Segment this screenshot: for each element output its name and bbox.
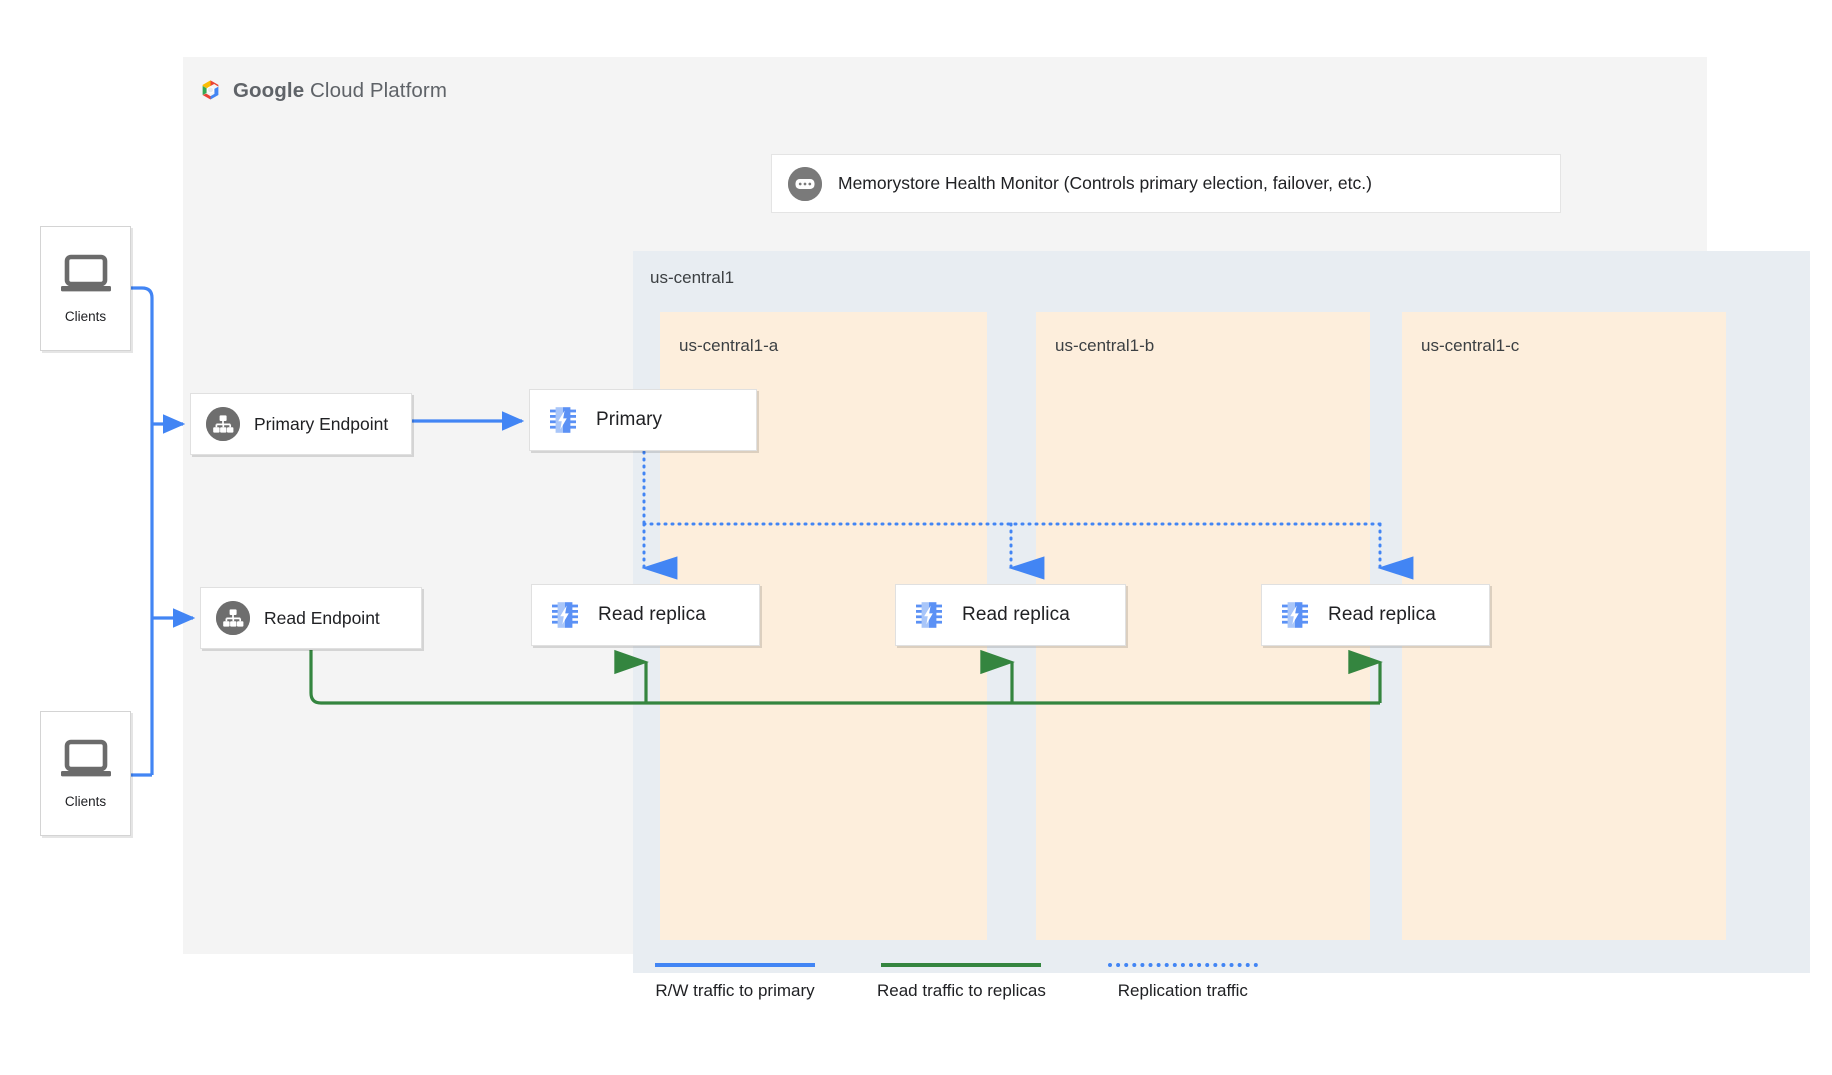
primary-endpoint-label: Primary Endpoint bbox=[254, 413, 389, 434]
health-monitor-label: Memorystore Health Monitor (Controls pri… bbox=[838, 173, 1372, 193]
laptop-icon bbox=[59, 739, 113, 786]
google-cloud-hexagon-icon bbox=[197, 77, 224, 104]
legend-item-replication-traffic: Replication traffic bbox=[1107, 963, 1258, 1001]
memorystore-chip-icon bbox=[1278, 598, 1312, 632]
legend-swatch-blue-dotted bbox=[1107, 963, 1258, 967]
logo-word-google: Google bbox=[233, 78, 305, 102]
memorystore-chip-icon bbox=[912, 598, 946, 632]
client-node-top: Clients bbox=[40, 226, 131, 351]
zone-label-c: us-central1-c bbox=[1421, 336, 1520, 355]
legend-label-rw-traffic: R/W traffic to primary bbox=[655, 981, 815, 1000]
laptop-icon bbox=[59, 254, 113, 301]
memorystore-health-monitor-bar: Memorystore Health Monitor (Controls pri… bbox=[771, 154, 1561, 213]
logo-wordmark: Google Cloud Platform bbox=[233, 79, 447, 103]
read-replica-node-c: Read replica bbox=[1261, 584, 1490, 646]
legend-label-replication-traffic: Replication traffic bbox=[1117, 981, 1248, 1000]
region-label: us-central1 bbox=[650, 268, 735, 287]
read-replica-label: Read replica bbox=[598, 604, 706, 625]
legend-label-read-traffic: Read traffic to replicas bbox=[877, 981, 1046, 1000]
network-hierarchy-icon bbox=[206, 407, 240, 441]
memorystore-chip-icon bbox=[548, 598, 582, 632]
legend-item-rw-traffic: R/W traffic to primary bbox=[655, 963, 815, 1001]
client-label: Clients bbox=[64, 308, 107, 324]
logo-word-cloud-platform: Cloud Platform bbox=[304, 78, 447, 102]
primary-endpoint-node: Primary Endpoint bbox=[190, 393, 412, 455]
primary-instance-label: Primary bbox=[596, 409, 663, 430]
read-endpoint-node: Read Endpoint bbox=[200, 587, 422, 649]
memorystore-chip-icon bbox=[546, 403, 580, 437]
health-monitor-dots-icon bbox=[788, 166, 822, 201]
legend: R/W traffic to primary Read traffic to r… bbox=[655, 963, 1258, 1001]
zone-label-b: us-central1-b bbox=[1055, 336, 1155, 355]
legend-swatch-green-solid bbox=[881, 963, 1042, 967]
network-hierarchy-icon bbox=[216, 601, 250, 635]
client-node-bottom: Clients bbox=[40, 711, 131, 836]
read-replica-node-b: Read replica bbox=[895, 584, 1126, 646]
read-replica-node-a: Read replica bbox=[531, 584, 760, 646]
zone-label-a: us-central1-a bbox=[679, 336, 779, 355]
legend-item-read-traffic: Read traffic to replicas bbox=[877, 963, 1046, 1001]
read-replica-label: Read replica bbox=[1328, 604, 1436, 625]
google-cloud-platform-logo: Google Cloud Platform bbox=[197, 77, 447, 104]
legend-swatch-blue-solid bbox=[655, 963, 815, 967]
client-label: Clients bbox=[64, 793, 107, 809]
primary-instance-node: Primary bbox=[529, 389, 757, 451]
read-replica-label: Read replica bbox=[962, 604, 1070, 625]
google-cloud-platform-container: Google Cloud Platform Memorystore Health… bbox=[183, 57, 1810, 973]
read-endpoint-label: Read Endpoint bbox=[264, 607, 380, 628]
